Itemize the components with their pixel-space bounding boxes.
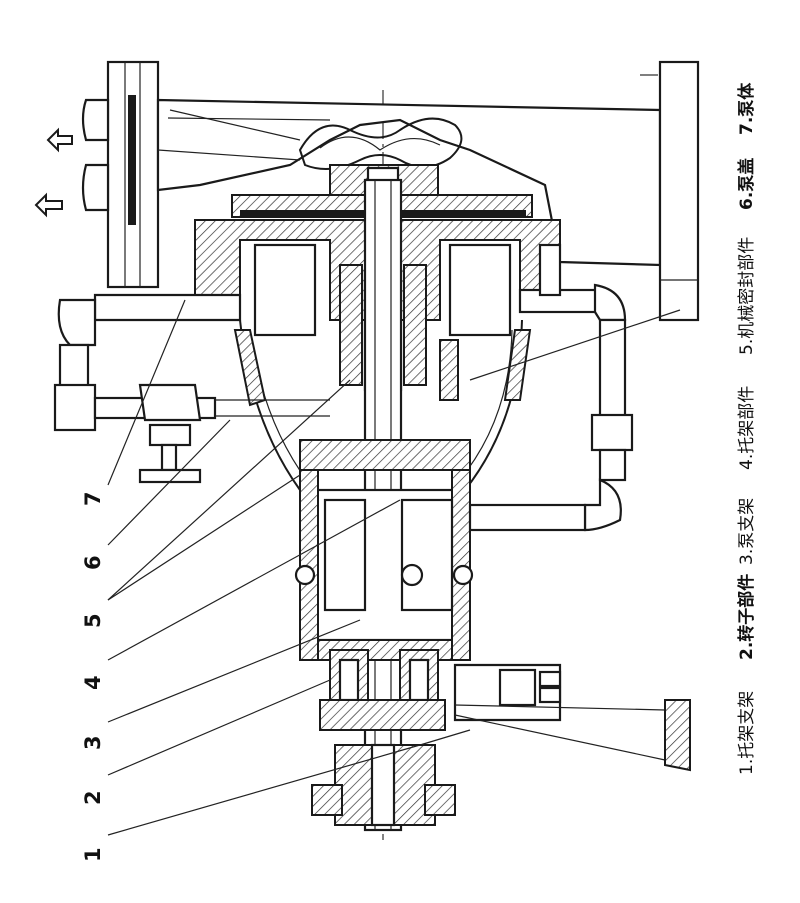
legend-item-7: 7.泵体 — [736, 82, 757, 135]
callout-numbers: 1 2 3 4 5 6 7 — [81, 491, 105, 862]
callout-5: 5 — [81, 613, 105, 628]
coupling — [311, 743, 456, 827]
legend-item-5: 5.机械密封部件 — [737, 237, 757, 355]
rotor-bearings — [319, 649, 446, 731]
callout-7: 7 — [81, 491, 105, 506]
legend-item-1: 1.托架支架 — [737, 691, 757, 775]
callout-6: 6 — [81, 555, 105, 570]
left-cooling-pipe — [53, 293, 330, 484]
leader-lines — [107, 299, 681, 836]
pump-casing — [156, 60, 700, 322]
legend-item-2: 2.转子部件 — [736, 574, 757, 660]
callout-4: 4 — [81, 675, 105, 690]
pump-casing-flanges — [34, 60, 160, 289]
callout-2: 2 — [81, 790, 105, 805]
parts-legend: 1.托架支架 2.转子部件 3.泵支架 4.托架部件 5.机械密封部件 6.泵盖… — [736, 82, 757, 775]
right-cooling-pipe — [468, 243, 634, 532]
bracket-support — [453, 663, 691, 772]
legend-item-3: 3.泵支架 — [737, 498, 757, 565]
legend-item-6: 6.泵盖 — [736, 158, 757, 210]
callout-3: 3 — [81, 735, 105, 750]
pump-bracket — [233, 319, 532, 491]
callout-1: 1 — [81, 847, 105, 862]
legend-item-4: 4.托架部件 — [737, 386, 757, 470]
